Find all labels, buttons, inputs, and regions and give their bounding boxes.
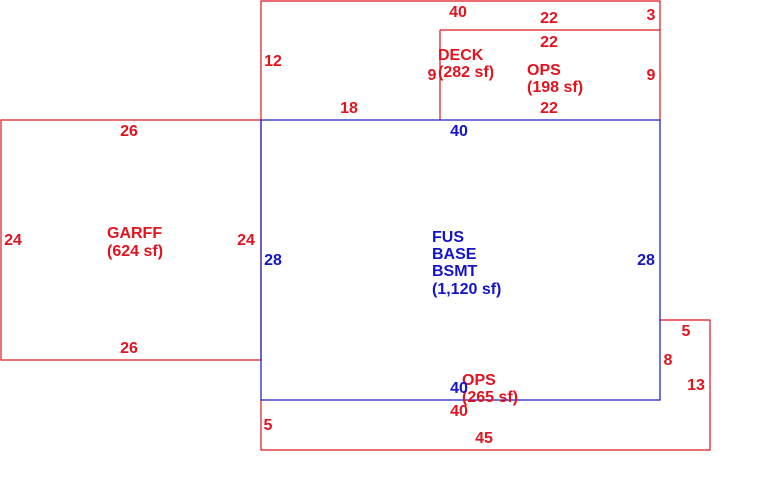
dim-ops-bottom-left: 5 xyxy=(264,417,273,434)
ops-bottom-label: OPS (265 sf) xyxy=(462,372,518,406)
dim-ops-bottom-right: 13 xyxy=(687,377,705,394)
dim-main-right: 28 xyxy=(637,252,655,269)
dim-deck-top: 40 xyxy=(449,4,467,21)
dim-ops-bottom-top: 40 xyxy=(450,403,468,420)
dim-ops-bottom-notch-top: 5 xyxy=(682,323,691,340)
dim-garff-bottom: 26 xyxy=(120,340,138,357)
dim-ops-top-top-inner: 22 xyxy=(540,34,558,51)
dim-ops-bottom-notch-left: 8 xyxy=(664,352,673,369)
garff-name: GARFF xyxy=(107,225,162,242)
deck-name: DECK xyxy=(438,47,484,64)
deck-area: (282 sf) xyxy=(438,64,494,81)
dim-deck-inner: 9 xyxy=(428,67,437,84)
ops-bottom-outline xyxy=(260,319,711,451)
ops-bottom-name: OPS xyxy=(462,372,496,389)
main-line1: FUS xyxy=(432,229,464,246)
dim-ops-top-right: 9 xyxy=(647,67,656,84)
garff-area: (624 sf) xyxy=(107,243,163,260)
dim-main-top: 40 xyxy=(450,123,468,140)
ops-top-area: (198 sf) xyxy=(527,79,583,96)
ops-top-name: OPS xyxy=(527,62,561,79)
dim-deck-left: 12 xyxy=(264,53,282,70)
main-label: FUS BASE BSMT (1,120 sf) xyxy=(432,229,501,298)
dim-main-bottom: 40 xyxy=(450,380,468,397)
dim-ops-top-bottom: 22 xyxy=(540,100,558,117)
dim-garff-top: 26 xyxy=(120,123,138,140)
dim-garff-left: 24 xyxy=(4,232,22,249)
main-line3: BSMT xyxy=(432,263,478,280)
main-area: (1,120 sf) xyxy=(432,281,501,298)
dim-ops-top-top: 22 xyxy=(540,10,558,27)
deck-label: DECK (282 sf) xyxy=(438,47,494,81)
dimension-labels: 40 12 18 9 3 22 22 9 22 26 24 24 26 40 2… xyxy=(4,4,705,447)
dim-deck-bottom: 18 xyxy=(340,100,358,117)
dim-deck-corner-right: 3 xyxy=(647,7,656,24)
deck-outline xyxy=(260,0,661,120)
ops-top-label: OPS (198 sf) xyxy=(527,62,583,96)
garff-label: GARFF (624 sf) xyxy=(107,225,163,260)
main-line2: BASE xyxy=(432,246,477,263)
dim-ops-bottom-bottom: 45 xyxy=(475,430,493,447)
ops-bottom-area: (265 sf) xyxy=(462,389,518,406)
main-outline xyxy=(260,119,661,401)
dim-main-left: 28 xyxy=(264,252,282,269)
dim-garff-right: 24 xyxy=(237,232,255,249)
